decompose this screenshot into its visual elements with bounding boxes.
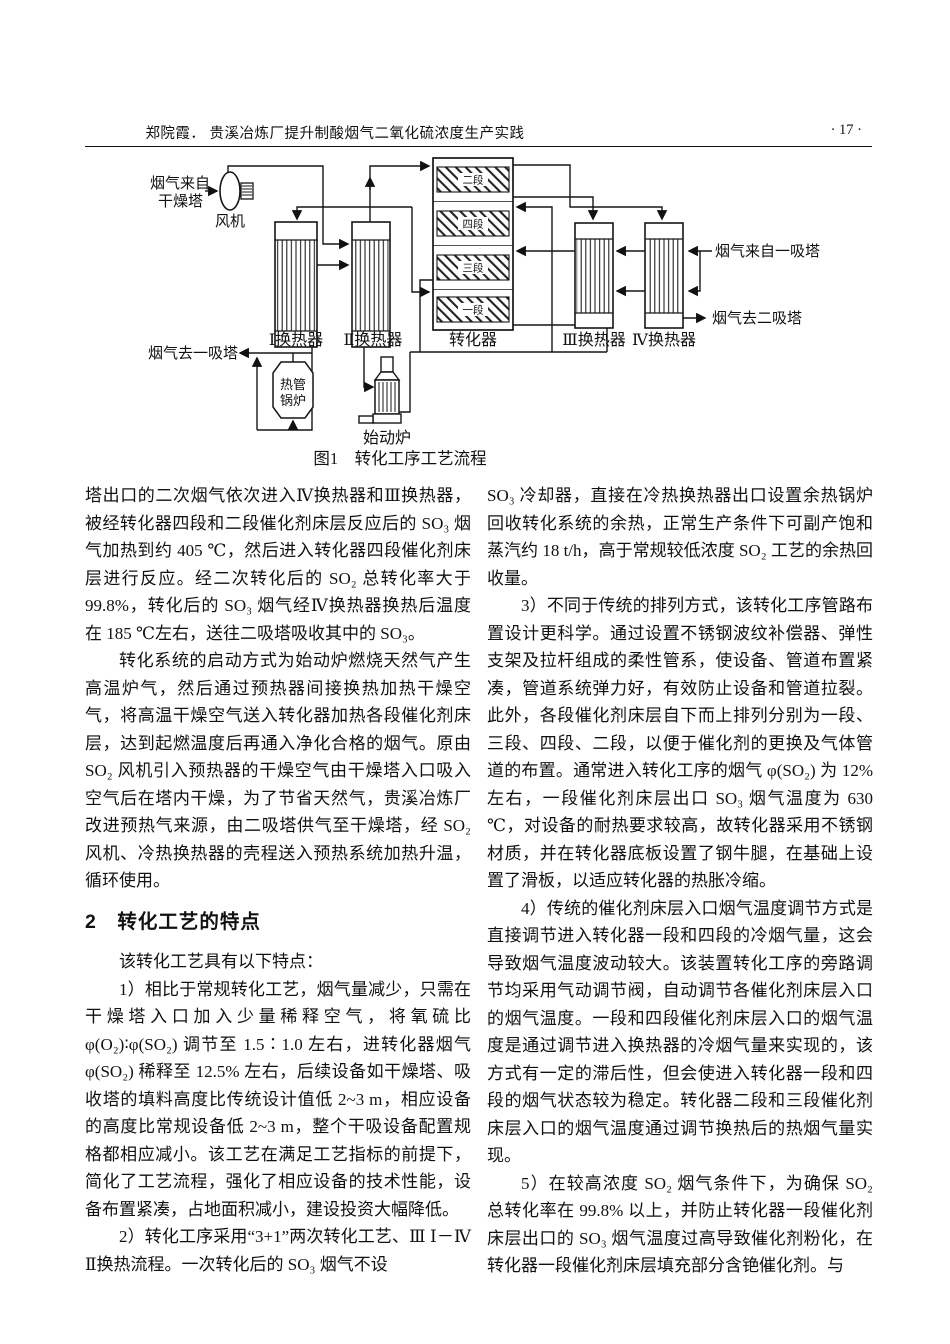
converter-label: 转化器 <box>449 331 497 349</box>
furnace-label: 始动炉 <box>363 429 411 447</box>
paragraph: 1）相比于常规转化工艺，烟气量减少，只需在干燥塔入口加入少量稀释空气，将氧硫比 … <box>85 979 471 1219</box>
line-into-converter-bed1 <box>411 207 431 298</box>
paragraph: 塔出口的二次烟气依次进入Ⅳ换热器和Ⅲ换热器，被经转化器四段和二段催化剂床层反应后… <box>85 486 471 643</box>
bed2-label: 二段 <box>463 174 484 187</box>
right-column: SO₃ 冷却器，直接在冷热换热器出口设置余热锅炉回收转化系统的余热，正常生产条件… <box>487 482 873 1280</box>
to-second-abs-label: 烟气去二吸塔 <box>712 310 802 327</box>
converter: 二段 四段 三段 一段 <box>432 157 514 331</box>
hx3-label: Ⅲ换热器 <box>562 331 625 349</box>
bed4-label: 四段 <box>463 218 484 231</box>
paragraph: SO₃ 冷却器，直接在冷热换热器出口设置余热锅炉回收转化系统的余热，正常生产条件… <box>487 486 873 588</box>
boiler-label-line2: 锅炉 <box>280 393 306 408</box>
from-first-abs-label: 烟气来自一吸塔 <box>715 243 820 260</box>
paragraph: 4）传统的催化剂床层入口烟气温度调节方式是直接调节进入转化器一段和四段的冷烟气量… <box>487 898 873 1166</box>
line-fan-to-hx2 <box>227 165 350 250</box>
left-column: 塔出口的二次烟气依次进入Ⅳ换热器和Ⅲ换热器，被经转化器四段和二段催化剂床层反应后… <box>85 482 471 1278</box>
page-number: · 17 · <box>830 122 862 138</box>
heat-exchanger-1 <box>274 221 318 348</box>
catalyst-bed-2 <box>436 166 510 193</box>
figure-1-process-flow-diagram: 二段 四段 三段 一段 热管 锅炉 烟气来自 干燥塔 风机 <box>148 157 820 468</box>
fan-icon <box>219 171 254 211</box>
line-into-hx1-top <box>291 206 412 221</box>
equipment-labels: Ⅰ换热器 Ⅱ换热器 转化器 Ⅲ换热器 Ⅳ换热器 始动炉 <box>269 331 696 447</box>
paragraph: 3）不同于传统的排列方式，该转化工序管路布置设计更科学。通过设置不锈钢波纹补偿器… <box>487 596 873 890</box>
section-heading: 2 转化工艺的特点 <box>85 910 261 933</box>
running-title: 郑院霞． 贵溪冶炼厂提升制酸烟气二氧化硫浓度生产实践 <box>145 126 525 142</box>
line-converter-to-hx3-top <box>513 196 599 221</box>
from-drying-tower-label-line2: 干燥塔 <box>158 193 203 210</box>
hx1-label: Ⅰ换热器 <box>269 331 323 349</box>
line-converter-top-to-hx4-top <box>513 164 668 221</box>
heat-pipe-boiler: 热管 锅炉 <box>272 361 314 419</box>
to-first-abs-label: 烟气去一吸塔 <box>148 345 238 362</box>
heat-exchanger-2 <box>351 221 391 348</box>
bed1-label: 一段 <box>463 304 484 317</box>
from-drying-tower-label-line1: 烟气来自 <box>150 175 210 192</box>
paragraph: 该转化工艺具有以下特点： <box>119 952 323 971</box>
stream-labels: 烟气来自 干燥塔 风机 烟气去一吸塔 烟气来自一吸塔 烟气去二吸塔 <box>148 175 820 362</box>
paragraph: 5）在较高浓度 SO₂ 烟气条件下，为确保 SO₂ 总转化率在 99.8% 以上… <box>487 1173 873 1276</box>
startup-furnace <box>358 356 402 424</box>
figure-caption: 图1 转化工序工艺流程 <box>313 449 486 468</box>
line-into-converter-bed4 <box>515 201 553 352</box>
pipe-lines <box>205 160 712 431</box>
hx2-label: Ⅱ换热器 <box>344 331 403 349</box>
boiler-label-line1: 热管 <box>280 377 306 392</box>
line-furnace-outlet <box>399 352 411 413</box>
line-from-first-abs-branch <box>687 251 701 297</box>
bed3-label: 三段 <box>463 262 484 275</box>
paragraph: 转化系统的启动方式为始动炉燃烧天然气产生高温炉气，然后通过预热器间接换热加热干燥… <box>85 651 471 890</box>
heat-exchanger-4 <box>644 222 684 329</box>
hx4-label: Ⅳ换热器 <box>632 331 696 349</box>
line-hx2-to-furnace <box>363 347 375 393</box>
paragraph: 2）转化工序采用“3+1”两次转化工艺、Ⅲ Ⅰ－Ⅳ Ⅱ换热流程。一次转化后的 S… <box>85 1227 471 1274</box>
heat-exchanger-3 <box>574 222 614 329</box>
header-rule <box>85 146 872 147</box>
fan-label: 风机 <box>215 213 245 230</box>
line-hx2-to-converter-top <box>369 160 431 222</box>
line-bed3-outlet <box>419 279 433 352</box>
